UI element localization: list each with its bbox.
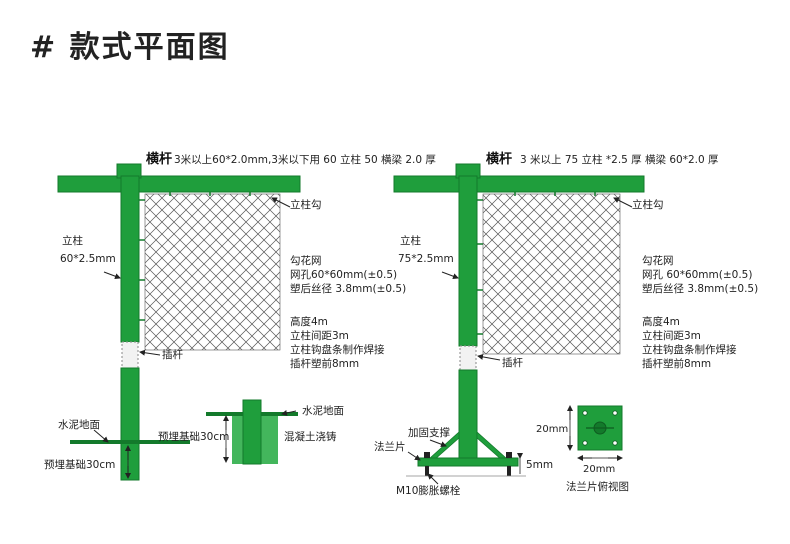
left-post-spec: 60*2.5mm xyxy=(60,253,116,265)
plate-caption: 法兰片俯视图 xyxy=(566,480,629,493)
left-mesh-line-2: 网孔60*60mm(±0.5) xyxy=(290,268,397,281)
left-insert-label: 插杆 xyxy=(162,348,183,361)
left-mesh-line-3: 塑后丝径 3.8mm(±0.5) xyxy=(290,282,406,295)
left-spec-line-3: 立柱钩盘条制作焊接 xyxy=(290,343,385,356)
left-mesh-line-1: 勾花网 xyxy=(290,254,322,267)
right-expansion-bolts xyxy=(424,452,512,476)
left-crossbar xyxy=(57,175,301,193)
left-hook-label: 立柱勾 xyxy=(290,198,322,211)
right-mesh-line-1: 勾花网 xyxy=(642,254,674,267)
right-crossbar-spec: 3 米以上 75 立柱 *2.5 厚 横梁 60*2.0 厚 xyxy=(520,153,719,166)
left-insert-rod xyxy=(121,341,139,369)
left-crossbar-spec: 3米以上60*2.0mm,3米以下用 60 立柱 50 横梁 2.0 厚 xyxy=(174,153,436,166)
left-spec-line-2: 立柱间距3m xyxy=(290,329,349,342)
right-mesh-line-3: 塑后丝径 3.8mm(±0.5) xyxy=(642,282,758,295)
left-post-lower xyxy=(120,367,140,481)
left-spec-line-4: 插杆塑前8mm xyxy=(290,357,359,370)
plate-width-label: 20mm xyxy=(583,464,615,475)
right-crossbar xyxy=(393,175,645,193)
right-spec-line-4: 插杆塑前8mm xyxy=(642,357,711,370)
right-insert-label: 插杆 xyxy=(502,356,523,369)
page-heading: # 款式平面图 xyxy=(30,30,230,65)
left-crossbar-title: 横杆 xyxy=(146,151,172,167)
right-chain-link-mesh xyxy=(482,193,621,355)
left-embed-label: 预埋基础30cm xyxy=(44,458,115,471)
right-brace-label: 加固支撑 xyxy=(408,426,450,439)
right-spec-line-1: 高度4m xyxy=(642,315,680,328)
right-hook-label: 立柱勾 xyxy=(632,198,664,211)
right-thickness-label: 5mm xyxy=(526,459,553,471)
flange-top-view xyxy=(567,405,623,461)
right-post-hooks xyxy=(477,192,596,335)
right-post-label: 立柱 xyxy=(400,234,421,247)
right-fence xyxy=(393,163,645,485)
plate-height-label: 20mm xyxy=(536,424,568,435)
right-flange-label: 法兰片 xyxy=(374,440,406,453)
right-spec-line-3: 立柱钩盘条制作焊接 xyxy=(642,343,737,356)
right-insert-rod xyxy=(459,345,477,371)
left-spec-line-1: 高度4m xyxy=(290,315,328,328)
left-fence xyxy=(57,163,301,481)
left-post-label: 立柱 xyxy=(62,234,83,247)
left-foundation-detail xyxy=(206,399,298,465)
right-crossbar-title: 横杆 xyxy=(486,151,512,167)
left-post-hooks xyxy=(139,192,251,321)
detail-ground-label: 水泥地面 xyxy=(302,404,344,417)
right-post-spec: 75*2.5mm xyxy=(398,253,454,265)
right-bolt-label: M10膨胀螺栓 xyxy=(396,484,461,497)
right-mesh-line-2: 网孔 60*60mm(±0.5) xyxy=(642,268,752,281)
left-chain-link-mesh xyxy=(144,193,281,351)
detail-concrete-label: 混凝土浇铸 xyxy=(284,430,337,443)
right-spec-line-2: 立柱间距3m xyxy=(642,329,701,342)
right-post xyxy=(458,175,478,347)
right-flange-plate xyxy=(417,457,519,467)
detail-embed-label: 预埋基础30cm xyxy=(158,430,229,443)
right-post-lower xyxy=(458,369,478,463)
left-post xyxy=(120,175,140,343)
left-ground-label: 水泥地面 xyxy=(58,418,100,431)
